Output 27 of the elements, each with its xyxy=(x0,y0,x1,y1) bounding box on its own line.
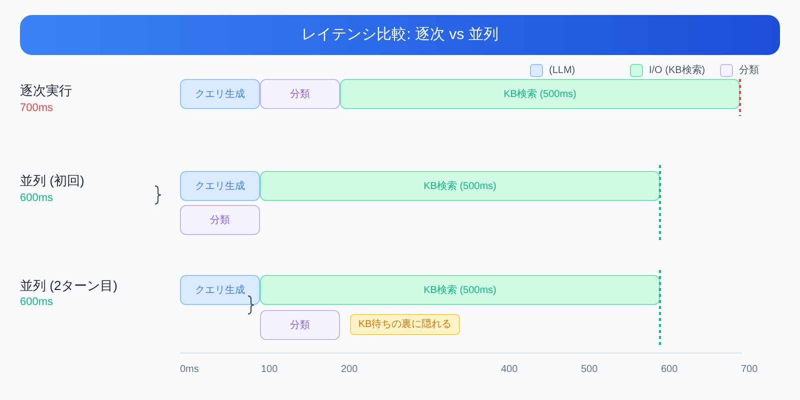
axis-tick-label: 200 xyxy=(341,365,358,375)
axis-tick-label: 0ms xyxy=(180,365,199,375)
task-bar: KB検索 (500ms) xyxy=(260,171,660,201)
row-label: 逐次実行 xyxy=(20,84,72,97)
duration-label: 600ms xyxy=(20,297,54,308)
legend-label: I/O (KB検索) xyxy=(649,66,706,76)
task-bar: クエリ生成 xyxy=(180,171,260,201)
task-bar: 分類 xyxy=(260,79,340,109)
row-label: 並列 (2ターン目) xyxy=(20,279,118,292)
task-bar: クエリ生成 xyxy=(180,79,260,109)
task-bar: 分類 xyxy=(180,205,260,235)
axis-tick-label: 600 xyxy=(661,365,678,375)
task-bar: クエリ生成 xyxy=(180,275,260,305)
legend-label: (LLM) xyxy=(549,66,576,76)
task-bar: KB検索 (500ms) xyxy=(340,79,740,109)
axis-tick-label: 100 xyxy=(261,365,278,375)
title-banner: レイテンシ比較: 逐次 vs 並列 xyxy=(20,15,780,55)
duration-label: 600ms xyxy=(20,193,54,204)
axis-tick-label: 700 xyxy=(741,365,758,375)
task-bar: 分類 xyxy=(260,310,340,340)
axis-tick-label: 400 xyxy=(501,365,518,375)
note-tag: KB待ちの裏に隠れる xyxy=(350,314,460,335)
task-bar: KB検索 (500ms) xyxy=(260,275,660,305)
axis-tick-label: 500 xyxy=(581,365,598,375)
legend-label: 分類 xyxy=(739,66,759,76)
row-label: 並列 (初回) xyxy=(20,174,84,187)
duration-label: 700ms xyxy=(20,103,54,114)
